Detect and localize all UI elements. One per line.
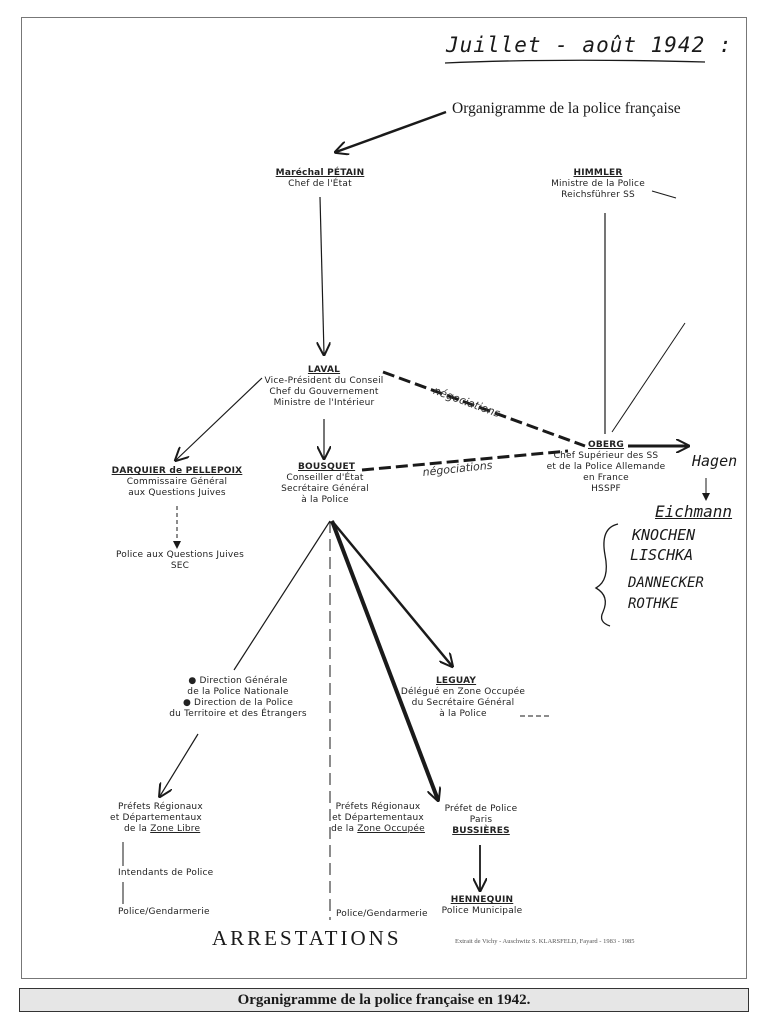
node-laval: LAVAL Vice-Président du Conseil Chef du … bbox=[254, 365, 394, 409]
node-oberg-line: en France bbox=[583, 473, 629, 483]
node-prefets-zone-occupee: Préfets Régionaux et Départementaux de l… bbox=[326, 802, 430, 835]
edge-bousquet-direction bbox=[233, 520, 331, 671]
node-direction: ● Direction Générale de la Police Nation… bbox=[152, 676, 324, 720]
node-laval-line: Chef du Gouvernement bbox=[269, 387, 379, 397]
document-frame bbox=[21, 17, 747, 979]
edge-direction-prefets-libre bbox=[160, 733, 199, 796]
arrestations-label: ARRESTATIONS bbox=[212, 926, 402, 950]
node-leguay-line: du Secrétaire Général bbox=[411, 698, 515, 708]
date-underline bbox=[444, 59, 706, 64]
node-bousquet-line: à la Police bbox=[301, 495, 349, 505]
handwritten-dannecker: DANNECKER bbox=[628, 575, 704, 591]
node-prefets-occupee-line: et Départementaux bbox=[332, 813, 424, 823]
node-darquier-name: DARQUIER de PELLEPOIX bbox=[111, 466, 243, 476]
diagram-title: Organigramme de la police française bbox=[452, 100, 681, 117]
node-prefet-paris-line: Paris bbox=[469, 815, 493, 825]
node-prefet-paris: Préfet de Police Paris BUSSIÈRES bbox=[436, 804, 526, 837]
node-intendants: Intendants de Police bbox=[118, 868, 214, 878]
handwritten-knochen: KNOCHEN bbox=[632, 526, 696, 544]
node-himmler-line: Ministre de la Police bbox=[551, 179, 645, 189]
node-prefet-paris-name: BUSSIÈRES bbox=[452, 826, 510, 836]
node-bousquet-line: Conseiller d'État bbox=[286, 473, 364, 483]
node-oberg: OBERG Chef Supérieur des SS et de la Pol… bbox=[536, 440, 676, 495]
edge-diagonal-oberg bbox=[611, 322, 686, 433]
node-laval-name: LAVAL bbox=[307, 365, 341, 375]
node-hennequin-line: Police Municipale bbox=[441, 906, 523, 916]
node-prefets-zone-libre: Préfets Régionaux et Départementaux de l… bbox=[104, 802, 204, 835]
node-darquier: DARQUIER de PELLEPOIX Commissaire Généra… bbox=[94, 466, 260, 499]
edge-petain-laval bbox=[320, 196, 324, 354]
node-direction-line: ● Direction Générale bbox=[188, 676, 288, 686]
handwritten-rothke: ROTHKE bbox=[628, 596, 679, 612]
handwritten-lischka: LISCHKA bbox=[630, 546, 694, 564]
edge-bousquet-prefet-paris bbox=[330, 520, 438, 800]
node-oberg-line: Chef Supérieur des SS bbox=[553, 451, 659, 461]
node-prefets-occupee-zone-row: de la Zone Occupée bbox=[326, 824, 430, 835]
node-prefets-occupee-line: Préfets Régionaux bbox=[335, 802, 421, 812]
node-direction-line: de la Police Nationale bbox=[187, 687, 289, 697]
node-bousquet-line: Secrétaire Général bbox=[281, 484, 369, 494]
edge-negociations-bousquet-oberg bbox=[361, 449, 569, 472]
node-himmler-name: HIMMLER bbox=[573, 168, 623, 178]
node-petain-name: Maréchal PÉTAIN bbox=[275, 168, 365, 178]
figure-caption: Organigramme de la police française en 1… bbox=[19, 988, 749, 1012]
node-prefet-paris-line: Préfet de Police bbox=[444, 804, 518, 814]
node-petain-line: Chef de l'État bbox=[288, 179, 352, 189]
node-leguay-line: à la Police bbox=[439, 709, 487, 719]
handwritten-date: Juillet - août 1942 : bbox=[446, 33, 733, 57]
node-gendarmerie-occupee: Police/Gendarmerie bbox=[336, 909, 428, 919]
node-oberg-line: HSSPF bbox=[591, 484, 621, 494]
node-leguay-name: LEGUAY bbox=[436, 676, 477, 686]
node-hennequin: HENNEQUIN Police Municipale bbox=[434, 895, 530, 917]
node-bousquet-name: BOUSQUET bbox=[298, 462, 356, 472]
node-prefets-libre-line: Préfets Régionaux bbox=[118, 802, 203, 812]
edge-himmler-tick bbox=[651, 190, 677, 199]
node-prefets-libre-line: de la bbox=[124, 824, 148, 834]
node-himmler-line: Reichsführer SS bbox=[561, 190, 635, 200]
node-hennequin-name: HENNEQUIN bbox=[450, 895, 514, 905]
node-laval-line: Vice-Président du Conseil bbox=[264, 376, 384, 386]
node-pqj-line: SEC bbox=[170, 561, 190, 571]
node-leguay-line: Délégué en Zone Occupée bbox=[400, 687, 526, 697]
node-direction-line: du Territoire et des Étrangers bbox=[169, 709, 307, 719]
node-prefets-occupee-zone: Zone Occupée bbox=[357, 824, 425, 834]
node-oberg-line: et de la Police Allemande bbox=[546, 462, 666, 472]
node-prefets-occupee-line: de la bbox=[331, 824, 355, 834]
node-prefets-libre-line: et Départementaux bbox=[110, 813, 202, 823]
source-note: Extrait de Vichy - Auschwitz S. KLARSFEL… bbox=[455, 938, 635, 945]
figure-caption-text: Organigramme de la police française en 1… bbox=[237, 992, 531, 1008]
title-arrow bbox=[336, 110, 447, 152]
node-gendarmerie-libre: Police/Gendarmerie bbox=[118, 907, 210, 917]
handwritten-eichmann: Eichmann bbox=[655, 502, 733, 521]
node-bousquet: BOUSQUET Conseiller d'État Secrétaire Gé… bbox=[270, 462, 380, 506]
node-himmler: HIMMLER Ministre de la Police Reichsführ… bbox=[538, 168, 658, 201]
node-direction-line: ● Direction de la Police bbox=[182, 698, 294, 708]
node-darquier-line: Commissaire Général bbox=[126, 477, 228, 487]
brace bbox=[594, 523, 619, 627]
edge-negociations-laval-oberg bbox=[382, 370, 586, 448]
node-oberg-name: OBERG bbox=[588, 440, 624, 450]
node-leguay: LEGUAY Délégué en Zone Occupée du Secrét… bbox=[392, 676, 534, 720]
edge-laval-darquier bbox=[176, 377, 263, 460]
node-police-questions-juives: Police aux Questions Juives SEC bbox=[100, 550, 260, 572]
node-pqj-line: Police aux Questions Juives bbox=[116, 550, 244, 560]
node-petain: Maréchal PÉTAIN Chef de l'État bbox=[260, 168, 380, 190]
handwritten-hagen: Hagen bbox=[692, 452, 738, 470]
node-prefets-libre-zone-row: de la Zone Libre bbox=[104, 824, 204, 835]
node-prefets-libre-zone: Zone Libre bbox=[150, 824, 201, 834]
node-laval-line: Ministre de l'Intérieur bbox=[273, 398, 375, 408]
edge-bousquet-leguay bbox=[331, 520, 452, 666]
node-darquier-line: aux Questions Juives bbox=[128, 488, 226, 498]
